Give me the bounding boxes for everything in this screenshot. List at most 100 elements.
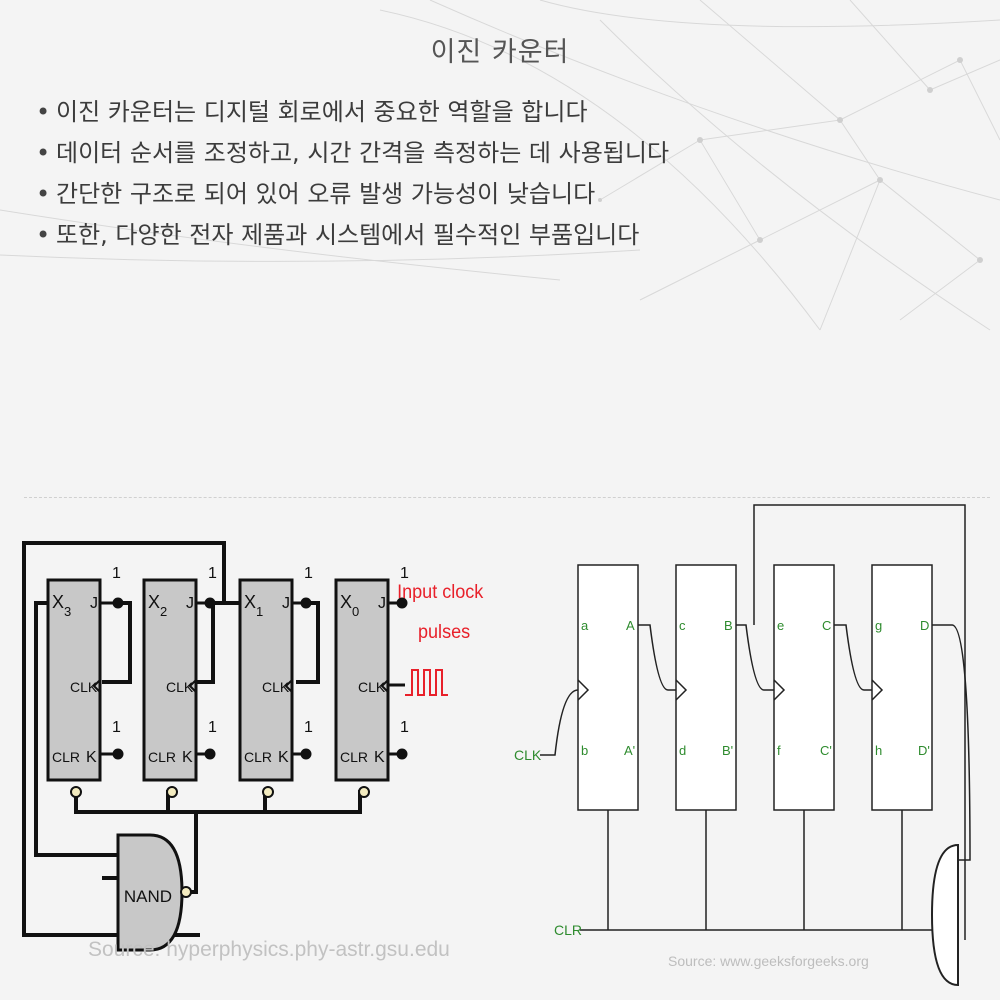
flipflop-1: c d B B' (675, 564, 737, 811)
clock-edge-icon (188, 679, 197, 693)
ff-clr-label: CLR (244, 749, 272, 765)
ff-one-top: 1 (304, 565, 313, 582)
clock-edge-icon (92, 679, 101, 693)
flipflop-0: a b A A' (577, 564, 639, 811)
ff-x-subscript: 0 (352, 604, 359, 619)
ff-input-bottom: h (875, 743, 882, 758)
clock-edge-icon (871, 679, 884, 701)
clock-edge-icon (577, 679, 590, 701)
ff-j-label: J (186, 595, 194, 612)
ff-output-top: A (626, 618, 635, 633)
ff-clk-label: CLK (262, 679, 290, 695)
flipflop-body (577, 564, 639, 811)
ff-output-top: C (822, 618, 831, 633)
clr-bubble (166, 786, 178, 798)
ff-input-bottom: b (581, 743, 588, 758)
list-item: •데이터 순서를 조정하고, 시간 간격을 측정하는 데 사용됩니다 (36, 133, 669, 174)
ff-output-bottom: C' (820, 743, 832, 758)
bullet-text: 간단한 구조로 되어 있어 오류 발생 가능성이 낮습니다 (56, 180, 596, 208)
ff-output-bottom: D' (918, 743, 930, 758)
flipflop-body (142, 578, 198, 782)
ff-k-label: K (182, 749, 193, 766)
clock-edge-icon (380, 679, 389, 693)
ff-k-label: K (86, 749, 97, 766)
page-title: 이진 카운터 (430, 37, 570, 68)
clock-edge-icon (284, 679, 293, 693)
flipflop-body (871, 564, 933, 811)
ff-clr-label: CLR (148, 749, 176, 765)
bullet-dot: • (36, 139, 51, 167)
clock-edge-icon (773, 679, 786, 701)
input-clock-label: Input clock (397, 581, 484, 603)
ff-one-top: 1 (400, 565, 409, 582)
ff-k-label: K (374, 749, 385, 766)
nand-gate: NAND (116, 833, 192, 952)
bullet-dot: • (36, 180, 51, 208)
ff-j-label: J (90, 595, 98, 612)
ff-x-label: X (52, 592, 64, 612)
ff-one-bottom: 1 (208, 719, 217, 736)
flipflop-body (773, 564, 835, 811)
ff-x-label: X (244, 592, 256, 612)
bullet-text: 이진 카운터는 디지털 회로에서 중요한 역할을 합니다 (56, 98, 588, 126)
ff-one-bottom: 1 (400, 719, 409, 736)
terminal-pins (100, 597, 408, 760)
ff-x-label: X (148, 592, 160, 612)
clock-edge-icon (675, 679, 688, 701)
clock-waveform (405, 669, 448, 696)
list-item: •또한, 다양한 전자 제품과 시스템에서 필수적인 부품입니다 (36, 215, 669, 256)
ff-j-label: J (282, 595, 290, 612)
list-item: •간단한 구조로 되어 있어 오류 발생 가능성이 낮습니다 (36, 174, 669, 215)
background-network-decoration (0, 0, 1000, 331)
ff-output-top: B (724, 618, 733, 633)
ff-clk-label: CLK (358, 679, 386, 695)
flipflop-body (238, 578, 294, 782)
clr-bubble (358, 786, 370, 798)
ff-x-label: X (340, 592, 352, 612)
ff-x-subscript: 1 (256, 604, 263, 619)
ff-k-label: K (278, 749, 289, 766)
ff-input-bottom: f (777, 743, 781, 758)
ff-input-top: a (581, 618, 589, 633)
list-item: •이진 카운터는 디지털 회로에서 중요한 역할을 합니다 (36, 92, 669, 133)
ff-one-bottom: 1 (304, 719, 313, 736)
section-divider (24, 497, 990, 498)
ff-input-bottom: d (679, 743, 686, 758)
nand-label: NAND (124, 887, 172, 906)
ff-input-top: g (875, 618, 882, 633)
bullet-dot: • (36, 221, 51, 249)
bullet-text: 또한, 다양한 전자 제품과 시스템에서 필수적인 부품입니다 (56, 221, 640, 249)
input-clock-label-2: pulses (418, 621, 470, 643)
ff-clk-label: CLK (166, 679, 194, 695)
right-source-credit: Source: www.geeksforgeeks.org (668, 953, 869, 969)
ff-clr-label: CLR (52, 749, 80, 765)
and-gate (930, 843, 959, 987)
ff-output-top: D (920, 618, 929, 633)
ff-one-top: 1 (208, 565, 217, 582)
bullet-list: •이진 카운터는 디지털 회로에서 중요한 역할을 합니다 •데이터 순서를 조… (36, 92, 669, 256)
left-source-credit: Source: hyperphysics.phy-astr.gsu.edu (88, 938, 450, 961)
flipflop-body (46, 578, 102, 782)
ff-clr-label: CLR (340, 749, 368, 765)
ff-input-top: c (679, 618, 686, 633)
ff-output-bottom: B' (722, 743, 733, 758)
ff-output-bottom: A' (624, 743, 635, 758)
flipflop-body (675, 564, 737, 811)
ff-x-subscript: 3 (64, 604, 71, 619)
flipflop-3: g h D D' (871, 564, 933, 811)
clr-bubble (70, 786, 82, 798)
ff-clk-label: CLK (70, 679, 98, 695)
ff-j-label: J (378, 595, 386, 612)
bullet-dot: • (36, 98, 51, 126)
ff-one-top: 1 (112, 565, 121, 582)
bullet-text: 데이터 순서를 조정하고, 시간 간격을 측정하는 데 사용됩니다 (56, 139, 670, 167)
clr-bubble (262, 786, 274, 798)
